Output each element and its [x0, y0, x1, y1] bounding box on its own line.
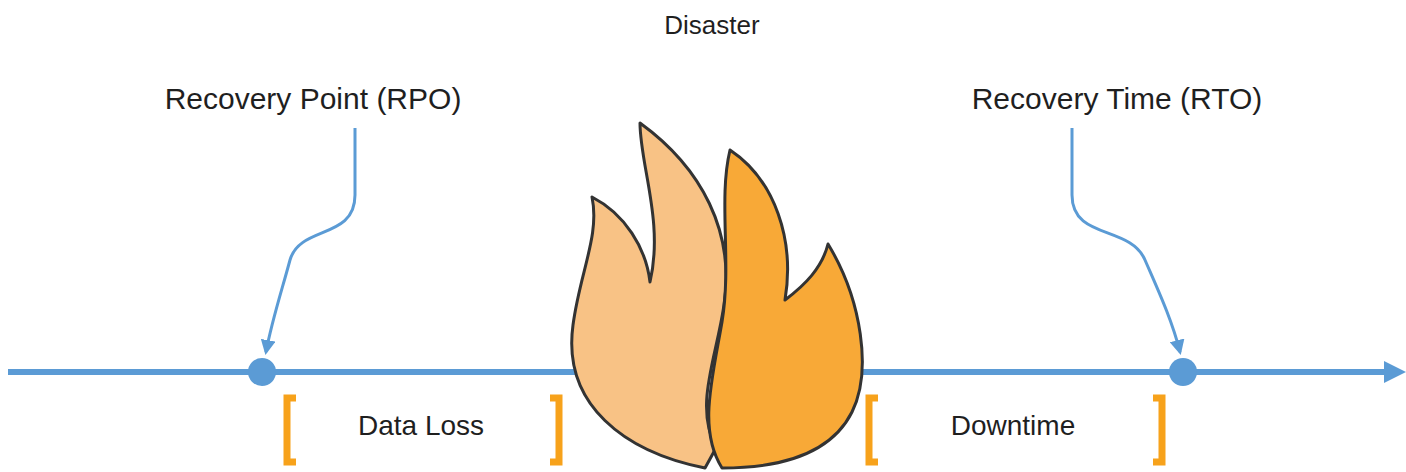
flame-right: [709, 150, 862, 468]
recovery-point-dot: [248, 358, 276, 386]
bracket-open: [287, 398, 296, 462]
recovery-time-dot: [1169, 358, 1197, 386]
interval-label: Data Loss: [358, 412, 484, 440]
heading-label: Disaster: [664, 12, 759, 38]
bracket-open: [869, 398, 878, 462]
leader-line: [266, 128, 355, 352]
bracket-close: [550, 398, 559, 462]
bracket-close: [1153, 398, 1162, 462]
flame-left: [572, 123, 726, 468]
callout-label: Recovery Point (RPO): [165, 84, 462, 114]
interval-label: Downtime: [951, 412, 1075, 440]
callout-label: Recovery Time (RTO): [972, 84, 1263, 114]
leader-line: [1072, 128, 1180, 352]
timeline-arrowhead: [1384, 361, 1406, 383]
